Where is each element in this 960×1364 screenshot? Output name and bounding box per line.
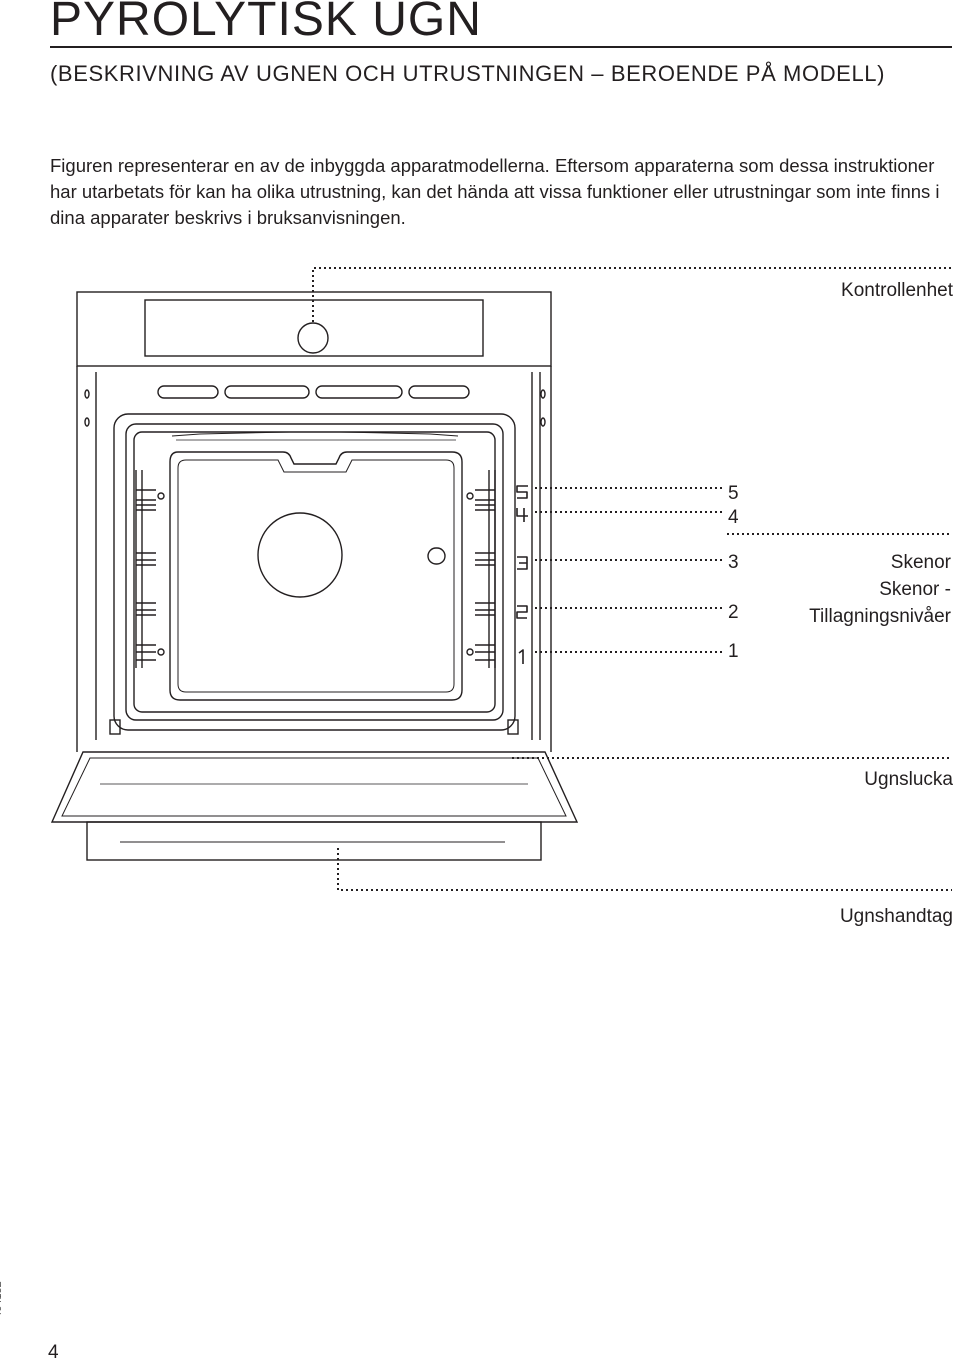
document-code: 464152	[0, 1281, 4, 1318]
leader-handle	[337, 848, 952, 891]
back-panel	[169, 451, 463, 701]
level-digit-4	[516, 508, 528, 522]
left-rail-rack	[135, 470, 165, 668]
vent-slot	[224, 385, 310, 399]
control-knob	[297, 322, 329, 354]
intro-paragraph: Figuren representerar en av de inbyggda …	[50, 155, 940, 228]
oven-lamp	[427, 547, 446, 565]
label-level-1: 1	[728, 641, 739, 662]
label-rails-levels-1: Skenor -	[879, 579, 951, 600]
label-oven-door: Ugnslucka	[864, 769, 953, 790]
vent-slot	[315, 385, 403, 399]
page-subtitle: (BESKRIVNING AV UGNEN OCH UTRUSTNINGEN –…	[50, 61, 886, 86]
label-control-unit: Kontrollenhet	[841, 280, 953, 301]
label-oven-handle: Ugnshandtag	[839, 906, 953, 927]
label-rails-levels-2: Tillagningsnivåer	[809, 606, 951, 627]
label-rails: Skenor	[890, 552, 951, 573]
vent-slot	[408, 385, 470, 399]
right-rail-rack	[466, 470, 496, 668]
oven-handle	[86, 821, 542, 861]
oven-cavity	[113, 413, 516, 731]
vent-slot	[157, 385, 219, 399]
page-number: 4	[48, 1342, 59, 1363]
level-digit-1	[518, 649, 524, 664]
label-level-5: 5	[728, 483, 739, 504]
level-digit-5	[516, 485, 528, 499]
oven-door	[50, 751, 579, 823]
leader-control-unit	[312, 267, 952, 322]
control-panel	[76, 291, 552, 367]
label-level-4: 4	[728, 507, 739, 528]
fan-cover	[257, 512, 343, 598]
label-level-3: 3	[728, 552, 739, 573]
label-level-2: 2	[728, 602, 739, 623]
level-digit-2	[516, 605, 528, 619]
level-digit-3	[517, 556, 528, 570]
title-divider	[50, 46, 952, 48]
page-title: PYROLYTISK UGN	[50, 0, 482, 46]
